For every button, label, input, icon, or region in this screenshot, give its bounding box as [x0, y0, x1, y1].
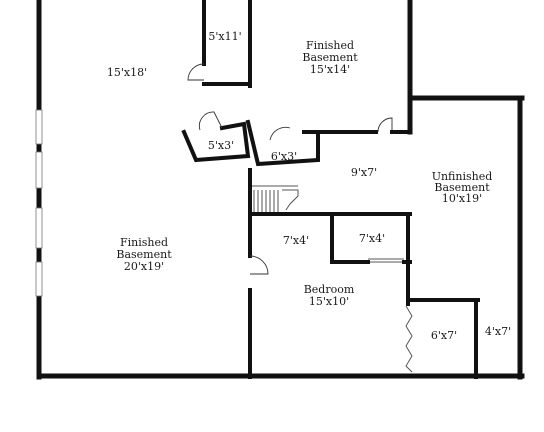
- door-swing: [269, 126, 291, 141]
- label-finished-basement-left: Finished: [120, 236, 168, 249]
- label-unfinished-basement-size: 10'x19': [442, 192, 482, 205]
- label-finished-basement-left: Basement: [116, 248, 172, 261]
- closet-top-walls: [187, 0, 252, 88]
- label-closet-small: 5'x3': [208, 139, 234, 152]
- stairs: [250, 185, 299, 214]
- wall: [181, 121, 251, 163]
- interior-walls: [248, 168, 480, 379]
- small-closets-walls: [181, 111, 412, 167]
- label-closet-top: 5'x11': [208, 30, 241, 43]
- window: [35, 151, 43, 189]
- bifold-door: [405, 305, 413, 373]
- stair-winder: [282, 189, 299, 211]
- label-unfinished-basement: Basement: [434, 181, 490, 194]
- window: [35, 207, 43, 249]
- room-labels: 5'x11' Finished Basement 15'x14' 15'x18'…: [107, 30, 511, 342]
- label-finished-basement-top-size: 15'x14': [310, 63, 350, 76]
- window: [35, 261, 43, 297]
- wall: [245, 119, 320, 167]
- label-closet-6x3: 6'x3': [271, 150, 297, 163]
- window: [35, 109, 43, 145]
- label-bedroom: Bedroom: [304, 283, 355, 296]
- left-windows: [35, 109, 43, 297]
- outer-walls: [36, 0, 525, 380]
- label-finished-basement-left-size: 20'x19': [124, 260, 164, 273]
- label-bedroom-size: 15'x10': [309, 295, 349, 308]
- label-room-6x7: 6'x7': [431, 329, 457, 342]
- door-swing: [249, 255, 269, 275]
- label-left-top: 15'x18': [107, 66, 147, 79]
- door-swing: [377, 117, 393, 133]
- label-room-4x7: 4'x7': [485, 325, 511, 338]
- label-finished-basement-top: Basement: [302, 51, 358, 64]
- door-swing: [199, 111, 223, 131]
- label-unfinished-basement: Unfinished: [432, 170, 493, 183]
- label-room-7x4-b: 7'x4': [359, 232, 385, 245]
- label-room-7x4-a: 7'x4': [283, 234, 309, 247]
- label-hall: 9'x7': [351, 166, 377, 179]
- label-finished-basement-top: Finished: [306, 39, 354, 52]
- door-swing: [187, 63, 205, 81]
